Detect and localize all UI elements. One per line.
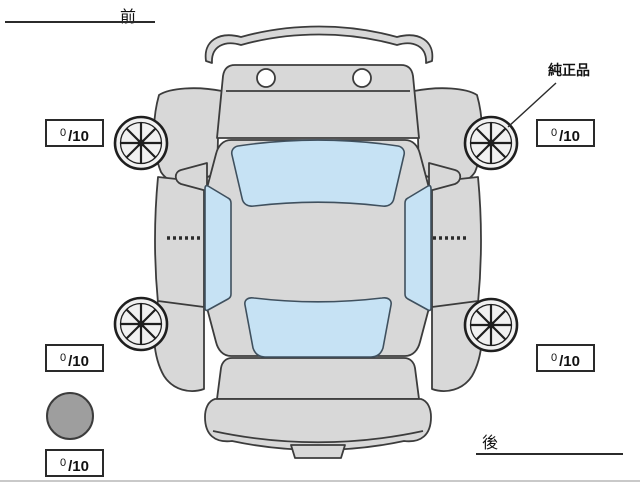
tread-score-rear-left: 0/10 xyxy=(45,344,104,372)
tread-denominator: /10 xyxy=(559,128,580,145)
genuine-part-label: 純正品 xyxy=(548,62,590,78)
front-bumper xyxy=(204,25,434,64)
tread-denominator: /10 xyxy=(559,353,580,370)
wheel-rear-left-icon xyxy=(113,296,169,352)
wheel-rear-right-icon xyxy=(463,297,519,353)
front-label: 前 xyxy=(120,9,137,26)
tread-score-rear-right: 0/10 xyxy=(536,344,595,372)
car-body-group xyxy=(153,25,483,459)
hood-circle-right xyxy=(352,68,372,88)
tread-value: 0 xyxy=(60,127,67,139)
mirror-left xyxy=(174,162,208,192)
tread-score-front-left: 0/10 xyxy=(45,119,104,147)
wheel-front-left-icon xyxy=(113,115,169,171)
side-panel-right xyxy=(431,176,482,310)
hood-circle-left xyxy=(256,68,276,88)
genuine-part-leader-line xyxy=(507,82,557,128)
tread-value: 0 xyxy=(551,352,558,364)
tread-value: 0 xyxy=(60,352,67,364)
mirror-right xyxy=(428,162,462,192)
rear-underline xyxy=(476,453,623,455)
front-body xyxy=(216,64,420,139)
front-underline xyxy=(5,21,155,23)
annotation-lines xyxy=(167,82,557,240)
tread-score-front-right: 0/10 xyxy=(536,119,595,147)
tread-value: 0 xyxy=(60,457,67,469)
rear-label: 後 xyxy=(482,435,499,452)
wheel-front-right-icon xyxy=(463,115,519,171)
tread-denominator: /10 xyxy=(68,458,89,475)
rear-body xyxy=(216,357,420,400)
rear-bumper-inner-line xyxy=(212,430,424,444)
rear-window-glass xyxy=(244,297,392,358)
license-plate-notch xyxy=(290,444,346,459)
tread-score-spare: 0/10 xyxy=(45,449,104,477)
windshield-glass xyxy=(230,139,406,207)
tread-value: 0 xyxy=(551,127,558,139)
side-window-left xyxy=(204,184,232,312)
tread-denominator: /10 xyxy=(68,128,89,145)
side-window-right xyxy=(404,184,432,312)
tread-denominator: /10 xyxy=(68,353,89,370)
spare-tire-icon xyxy=(46,392,94,440)
car-glass-group xyxy=(204,139,432,358)
side-panel-left xyxy=(154,176,205,310)
